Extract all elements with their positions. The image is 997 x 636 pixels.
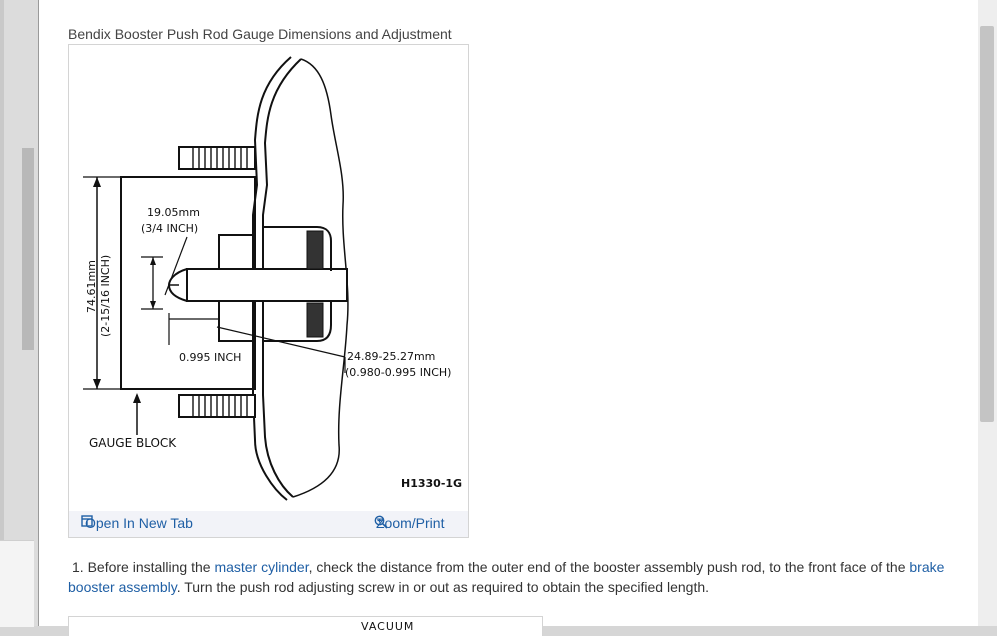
label-gap-in: 0.995 INCH [179, 351, 242, 364]
master-cylinder-link[interactable]: master cylinder [214, 559, 309, 575]
figure-actions-bar: Open In New Tab Zoom/Print [69, 511, 468, 537]
background-window-scrollbar [22, 148, 34, 350]
label-top-mm: 19.05mm [147, 206, 200, 219]
open-new-tab-label: Open In New Tab [85, 515, 193, 531]
step-number: 1. [72, 559, 84, 575]
background-window-edge [0, 0, 4, 626]
instruction-step: 1. Before installing the master cylinder… [68, 557, 968, 597]
background-window-panel [0, 540, 34, 627]
label-rod-mm: 24.89-25.27mm [347, 350, 436, 363]
next-figure-label: VACUUM [361, 620, 415, 633]
brake-booster-assembly-link[interactable]: brake booster assembly [68, 559, 945, 595]
step-text-1: Before installing the [87, 559, 211, 575]
label-figure-code: H1330-1G [401, 477, 463, 490]
label-rod-in: (0.980-0.995 INCH) [345, 366, 452, 379]
zoom-print-label: Zoom/Print [376, 515, 445, 531]
scrollbar-thumb[interactable] [980, 26, 994, 422]
label-top-in: (3/4 INCH) [141, 222, 199, 235]
open-new-tab-link[interactable]: Open In New Tab [81, 515, 193, 531]
label-height-mm: 74.61mm [85, 260, 98, 313]
booster-diagram [83, 56, 349, 501]
background-window-strip [0, 0, 38, 627]
step-text-3: . Turn the push rod adjusting screw in o… [176, 579, 710, 595]
figure-frame: 74.61mm (2-15/16 INCH) 19.05mm (3/4 INCH… [68, 44, 469, 538]
figure-title: Bendix Booster Push Rod Gauge Dimensions… [68, 26, 452, 42]
label-height-in: (2-15/16 INCH) [99, 254, 112, 337]
label-gauge-block: GAUGE BLOCK [89, 436, 177, 450]
zoom-print-link[interactable]: Zoom/Print [374, 515, 444, 531]
step-text-2: , check the distance from the outer end … [308, 559, 906, 575]
next-figure-frame: VACUUM [68, 616, 543, 636]
